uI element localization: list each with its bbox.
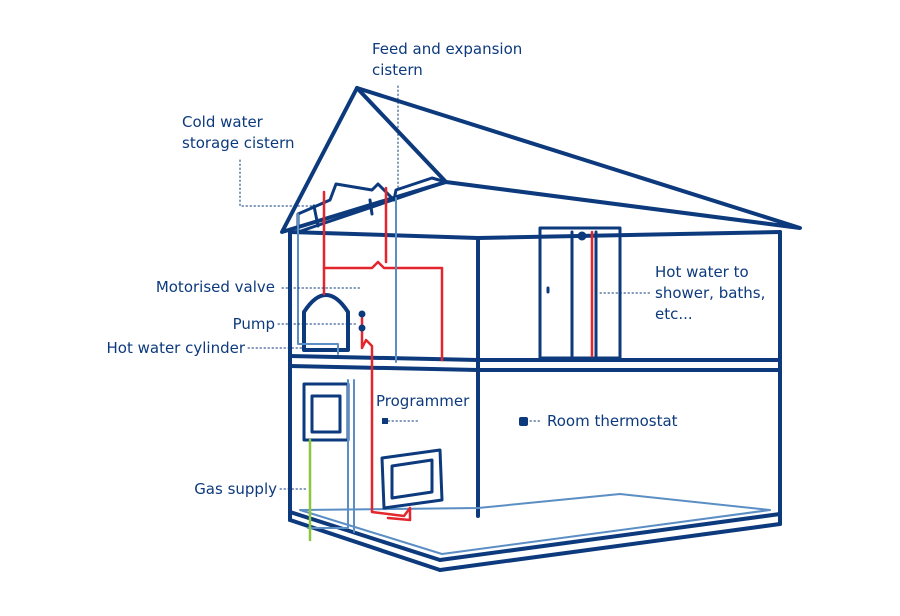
label-hot-water-to-line3: etc... [655,304,765,325]
radiator-panel [392,460,432,498]
first-floor-left [290,356,478,360]
ceiling-right [478,232,780,238]
boiler-panel [312,396,340,432]
shower-head [579,233,585,239]
label-programmer: Programmer [376,391,469,412]
boiler [304,384,348,440]
pump-dot [359,325,365,331]
label-hot-water-to-line1: Hot water to [655,262,765,283]
label-hot-water-to: Hot water to shower, baths, etc... [655,262,765,325]
programmer-device [382,418,388,424]
label-room-thermostat: Room thermostat [547,411,678,432]
motorised-valve-dot [359,311,365,317]
label-feed-cistern: Feed and expansion cistern [372,39,522,81]
label-cold-cistern-line1: Cold water [182,112,295,133]
loft [298,178,446,232]
label-motorised-valve: Motorised valve [80,277,275,298]
label-pump: Pump [150,314,275,335]
skirting-right [440,514,780,560]
label-cold-cistern: Cold water storage cistern [182,112,295,154]
skirting-left [290,512,440,560]
label-cold-cistern-line2: storage cistern [182,133,295,154]
hot-pipe-landing [324,262,442,360]
hot-water-cylinder-shape [304,295,348,350]
label-hot-water-cylinder: Hot water cylinder [60,338,245,359]
ceiling-left [290,232,478,238]
room-thermostat-device [519,417,528,426]
radiator [382,450,442,508]
first-floor-left-under [290,366,478,370]
feed-cistern-side [370,200,372,214]
label-feed-cistern-line1: Feed and expansion [372,39,522,60]
cold-pipe-boiler [308,380,348,528]
label-gas-supply: Gas supply [140,479,277,500]
label-feed-cistern-line2: cistern [372,60,522,81]
label-hot-water-to-line2: shower, baths, [655,283,765,304]
